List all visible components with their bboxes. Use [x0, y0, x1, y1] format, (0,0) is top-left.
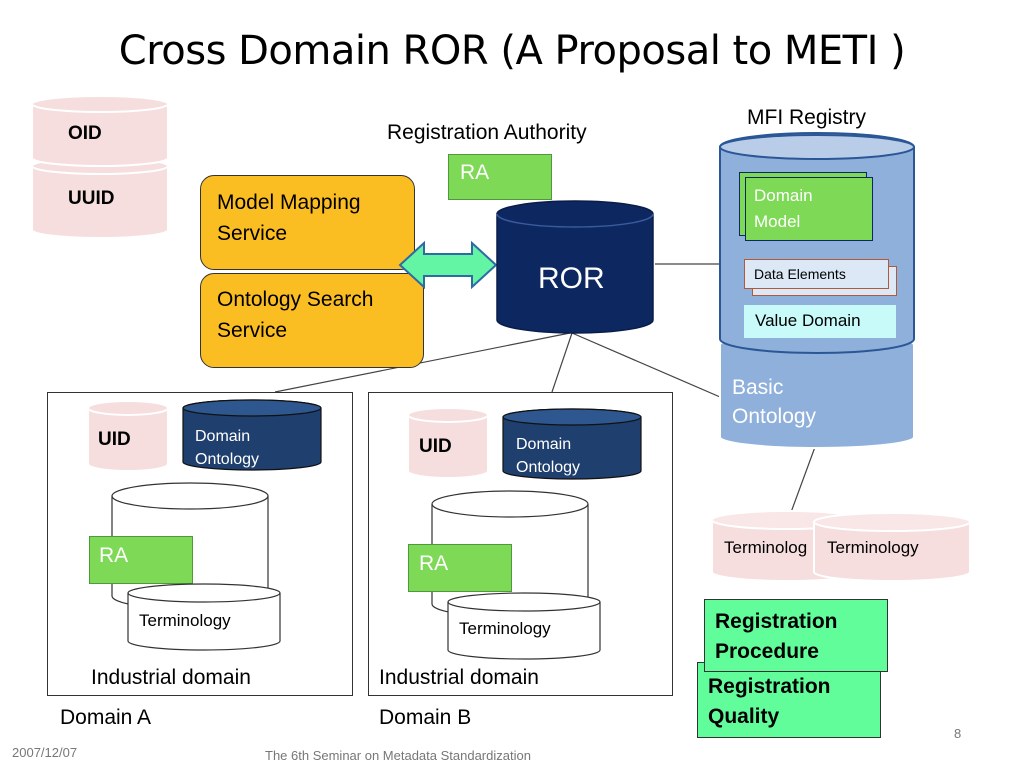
domain-b-uid-cylinder	[407, 407, 489, 479]
domain-b-industrial-label: Industrial domain	[379, 666, 539, 689]
registration-authority-label: Registration Authority	[387, 121, 587, 144]
model-mapping-line1: Model Mapping	[217, 191, 361, 214]
domain-a-label: Domain A	[60, 706, 152, 729]
page-number: 8	[954, 726, 962, 741]
domain-b-ontology-line1: Domain	[516, 436, 572, 453]
oid-uuid-cylinders	[31, 95, 169, 239]
domain-a-ontology-cylinder	[182, 399, 322, 471]
domain-a-ontology-line1: Domain	[195, 428, 251, 445]
domain-a-ontology-label: Domain Ontology	[195, 425, 259, 471]
line-ror-domain-b	[551, 332, 573, 393]
line-ror-basic-ontology	[571, 332, 728, 401]
domain-model-line2: Model	[754, 212, 801, 231]
model-mapping-line2: Service	[217, 222, 288, 245]
ontology-search-line1: Ontology Search	[217, 288, 374, 311]
domain-a-uid-label: UID	[98, 429, 131, 450]
registration-procedure-box: Registration Procedure	[704, 599, 888, 672]
basic-ontology-label: Basic Ontology	[732, 373, 816, 431]
ra-top-box: RA	[448, 154, 552, 200]
model-mapping-service: Model Mapping Service	[200, 175, 415, 270]
domain-model-line1: Domain	[754, 186, 813, 205]
domain-a-ontology-line2: Ontology	[195, 451, 260, 468]
value-domain-box: Value Domain	[744, 305, 896, 338]
domain-b-ontology-line2: Ontology	[516, 459, 581, 476]
domain-b-label: Domain B	[379, 706, 472, 729]
line-ror-domain-a	[274, 332, 571, 393]
uuid-label: UUID	[68, 188, 115, 209]
registration-quality-line1: Registration	[708, 675, 831, 698]
registration-procedure-line1: Registration	[715, 610, 838, 633]
domain-a-terminology-cylinder	[127, 583, 281, 651]
terminology-right-label: Terminology	[827, 538, 919, 557]
line-mfi-terminology	[789, 446, 816, 516]
domain-b-uid-label: UID	[419, 436, 452, 457]
terminology-cylinders	[711, 510, 971, 582]
data-elements-box: Data Elements	[744, 259, 889, 289]
oid-label: OID	[68, 123, 102, 144]
domain-a-uid-cylinder	[87, 400, 169, 472]
domain-b-terminology-cylinder	[447, 592, 601, 660]
domain-b-ontology-cylinder	[502, 408, 642, 480]
registration-quality-box: Registration Quality	[697, 662, 881, 738]
registration-procedure-line2: Procedure	[715, 640, 819, 663]
basic-ontology-line1: Basic	[732, 376, 784, 399]
ontology-search-line2: Service	[217, 319, 288, 342]
domain-a-terminology-label: Terminology	[139, 611, 231, 630]
basic-ontology-line2: Ontology	[732, 405, 817, 428]
registration-quality-line2: Quality	[708, 705, 780, 728]
domain-b-ra-box: RA	[408, 544, 512, 592]
footer-date: 2007/12/07	[12, 745, 78, 760]
domain-a-ra-box: RA	[89, 536, 193, 584]
ontology-search-service: Ontology Search Service	[200, 273, 424, 368]
page-title: Cross Domain ROR (A Proposal to METI )	[118, 28, 906, 74]
domain-b-ontology-label: Domain Ontology	[516, 433, 580, 479]
terminology-left-label: Terminolog	[724, 538, 808, 557]
ror-label: ROR	[538, 262, 605, 295]
domain-b-terminology-label: Terminology	[459, 619, 551, 638]
domain-a-industrial-label: Industrial domain	[91, 666, 251, 689]
footer-seminar: The 6th Seminar on Metadata Standardizat…	[265, 748, 531, 763]
double-arrow-icon	[398, 240, 498, 290]
ror-cylinder	[496, 200, 654, 334]
domain-model-box: Domain Model	[745, 177, 873, 241]
mfi-registry-label: MFI Registry	[747, 106, 867, 129]
